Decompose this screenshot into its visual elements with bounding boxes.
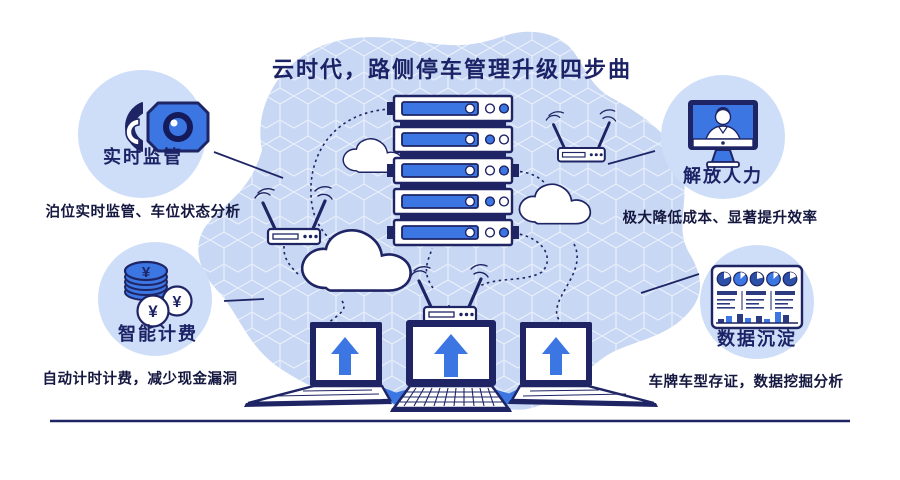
laptop-left [244, 322, 393, 407]
camera-icon [125, 101, 210, 153]
monitor-person-icon [688, 100, 758, 168]
connector-lines [213, 150, 700, 302]
feature-desc-smart-billing: 自动计时计费，减少现金漏洞 [42, 371, 238, 388]
page-title: 云时代，路侧停车管理升级四步曲 [271, 57, 633, 82]
server-unit [392, 94, 514, 123]
yuan-symbol: ¥ [142, 264, 151, 281]
feature-desc-data-accumulation: 车牌车型存证，数据挖掘分析 [648, 374, 844, 391]
feature-label-data-accumulation: 数据沉淀 [717, 329, 797, 349]
laptop-right [508, 322, 658, 407]
coins-icon: ¥ ¥ ¥ [123, 260, 193, 328]
upload-arrow-icon [434, 334, 468, 377]
dashboard-icon [710, 264, 804, 330]
upload-arrow-icon [542, 337, 570, 375]
feature-desc-free-manpower: 极大降低成本、显著提升效率 [622, 210, 818, 227]
server-unit [392, 218, 514, 247]
server-unit [392, 125, 514, 154]
feature-label-smart-billing: 智能计费 [118, 324, 198, 344]
server-unit [387, 102, 519, 239]
server-rack [387, 94, 519, 247]
feature-desc-realtime-monitoring: 泊位实时监管、车位状态分析 [45, 204, 241, 221]
yuan-symbol: ¥ [148, 302, 158, 321]
keyboard-grid [400, 387, 503, 407]
feature-label-realtime-monitoring: 实时监管 [103, 147, 183, 167]
server-unit [392, 156, 514, 185]
upload-arrow-icon [331, 337, 359, 375]
yuan-symbol: ¥ [173, 294, 182, 311]
feature-label-free-manpower: 解放人力 [683, 166, 763, 186]
laptop-center [390, 320, 512, 412]
server-unit [392, 187, 514, 216]
